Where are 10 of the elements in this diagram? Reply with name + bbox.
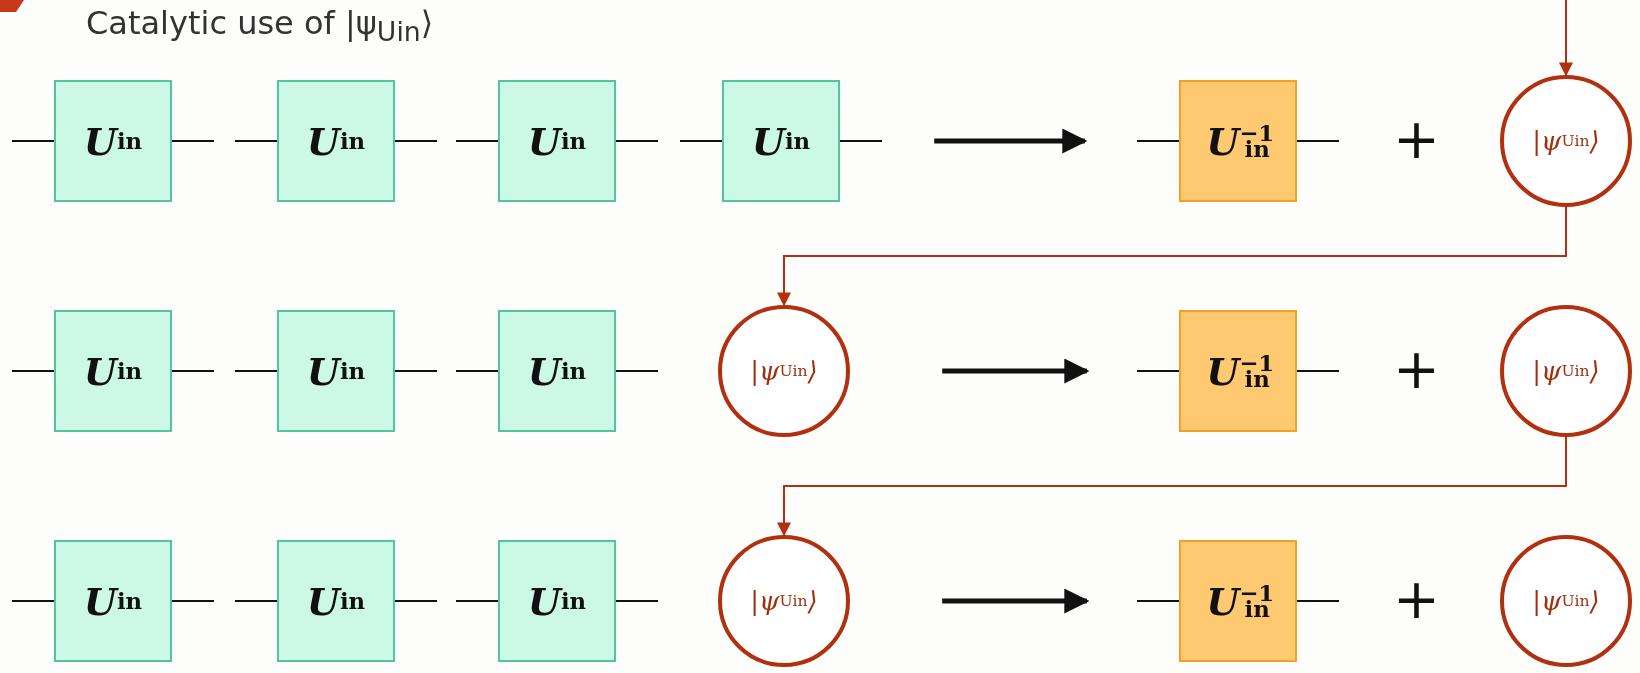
arrow xyxy=(934,128,1088,154)
title: Catalytic use of |ψ$_{U}$$_{in}$⟩ xyxy=(86,4,434,48)
arrow xyxy=(1559,0,1573,77)
plus-sign: + xyxy=(1393,341,1440,397)
arrow xyxy=(777,436,1567,537)
arrow xyxy=(777,206,1567,307)
arrow xyxy=(942,588,1090,614)
plus-sign: + xyxy=(1393,571,1440,627)
arrow xyxy=(942,358,1090,384)
plus-sign: + xyxy=(1393,111,1440,167)
